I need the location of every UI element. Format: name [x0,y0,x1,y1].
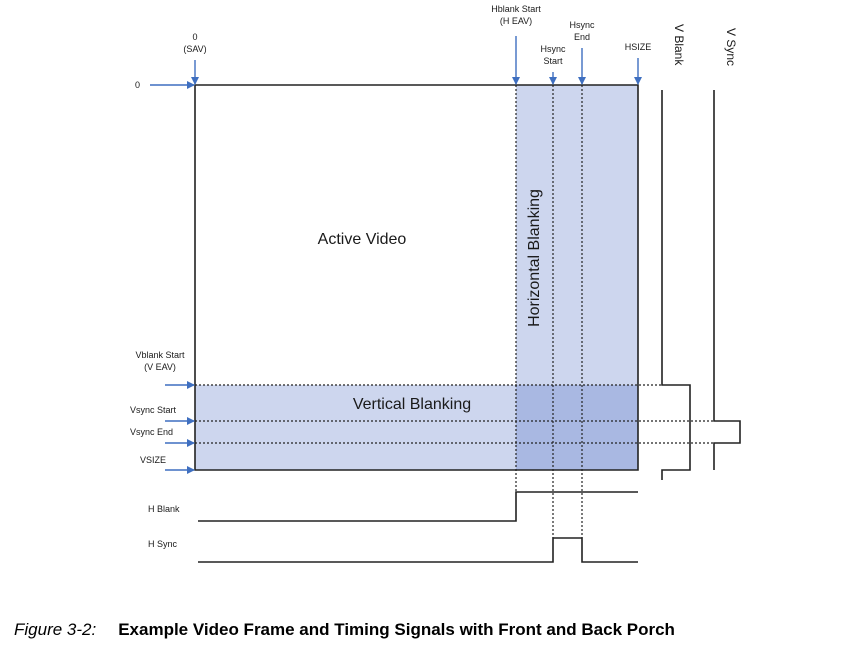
figure-title: Example Video Frame and Timing Signals w… [118,620,675,639]
sav-zero-label: 0 [192,32,197,42]
v-sync-waveform [713,90,741,470]
h-blank-signal-label: H Blank [148,504,180,514]
active-video-label: Active Video [318,231,407,248]
v-sync-signal-label: V Sync [724,28,738,66]
hsize-label: HSIZE [625,42,652,52]
h-sync-waveform [198,537,638,563]
v-blank-waveform [661,90,691,480]
frame-outline [194,84,639,471]
hsync-start-label-line2: Start [543,56,563,66]
hsync-end-label-line2: End [574,32,590,42]
vsync-start-label: Vsync Start [130,405,177,415]
sav-label: (SAV) [183,44,206,54]
video-frame-diagram: Active Video Vertical Blanking Horizonta… [130,4,741,563]
horizontal-blanking-label: Horizontal Blanking [526,189,543,327]
vertical-dotted-markers [195,384,714,444]
figure-caption: Figure 3-2: Example Video Frame and Timin… [14,620,675,640]
vertical-blanking-label: Vertical Blanking [353,396,471,413]
blanking-overlap-region [516,385,638,470]
left-arrows [150,81,195,474]
left-zero-label: 0 [135,80,140,90]
v-eav-label: (V EAV) [144,362,176,372]
figure-number: Figure 3-2: [14,620,97,639]
vblank-start-label: Vblank Start [135,350,185,360]
h-eav-label: (H EAV) [500,16,532,26]
hsync-start-label-line1: Hsync [540,44,566,54]
h-blank-waveform [198,491,638,522]
vsize-label: VSIZE [140,455,166,465]
hblank-start-label: Hblank Start [491,4,541,14]
hsync-end-label-line1: Hsync [569,20,595,30]
horizontal-dotted-markers [515,85,583,538]
h-sync-signal-label: H Sync [148,539,178,549]
v-blank-signal-label: V Blank [672,24,686,66]
vsync-end-label: Vsync End [130,427,173,437]
top-arrows [191,36,642,85]
